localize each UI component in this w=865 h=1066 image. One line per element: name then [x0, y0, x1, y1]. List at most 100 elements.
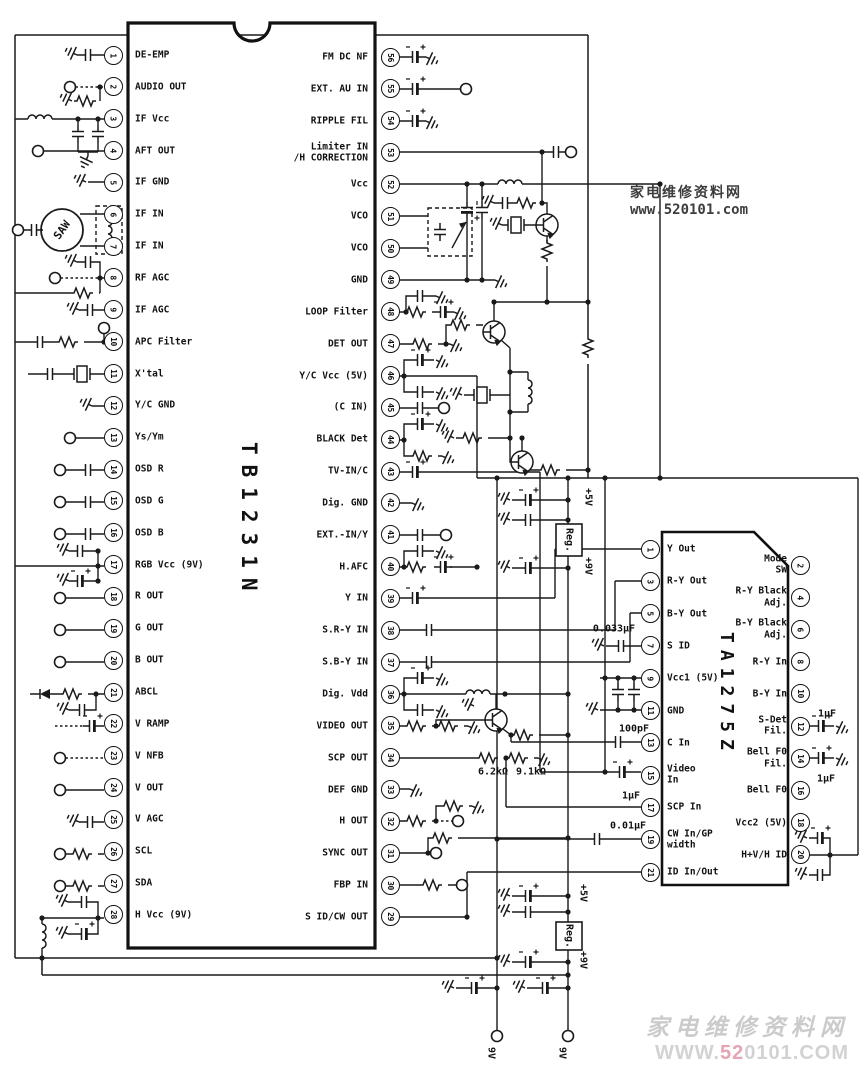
tb1231n-pin-16: 16 — [103, 523, 123, 543]
ta1275z-pin-6: 6 — [790, 619, 810, 639]
tb1231n-pin-21: 21 — [103, 682, 123, 702]
tb1231n-pin-19-label: G OUT — [135, 622, 164, 634]
tb1231n-pin-31-label: SYNC OUT — [322, 847, 368, 859]
tb1231n-pin-20-number: 20 — [108, 655, 118, 665]
tb1231n-pin-49-label: GND — [350, 274, 368, 286]
component-value-6: 6.2kΩ — [477, 766, 509, 778]
tb1231n-pin-48-number: 48 — [385, 307, 395, 317]
tb1231n-pin-50-number: 50 — [385, 243, 395, 253]
tb1231n-pin-28: 28 — [103, 905, 123, 925]
tb1231n-pin-51: 51 — [380, 206, 400, 226]
ta1275z-pin-5: 5 — [640, 604, 660, 624]
tb1231n-pin-24: 24 — [103, 778, 123, 798]
tb1231n-pin-18-label: R OUT — [135, 590, 164, 602]
ta1275z-pin-11-label: GND — [667, 704, 685, 716]
tb1231n-pin-26-number: 26 — [108, 846, 118, 856]
tb1231n-pin-47-number: 47 — [385, 339, 395, 348]
ic-ta1275z-body — [660, 530, 790, 887]
tb1231n-pin-37-label: S.B-Y IN — [322, 656, 368, 668]
tb1231n-pin-43-label: TV-IN/C — [327, 465, 368, 477]
tb1231n-pin-20: 20 — [103, 650, 123, 670]
supply-9v-label-2: 9V — [556, 1046, 568, 1060]
tb1231n-pin-41: 41 — [380, 525, 400, 545]
component-value-3: 0.01μF — [609, 820, 647, 832]
tb1231n-pin-12-label: Y/C GND — [135, 399, 176, 411]
tb1231n-pin-55-number: 55 — [385, 84, 395, 94]
tb1231n-pin-27-label: SDA — [135, 877, 153, 889]
ta1275z-pin-10-label: B-Y In — [752, 688, 787, 700]
tb1231n-pin-7-number: 7 — [108, 243, 118, 249]
tb1231n-pin-25: 25 — [103, 809, 123, 829]
ta1275z-pin-8: 8 — [790, 652, 810, 672]
tb1231n-pin-35: 35 — [380, 716, 400, 736]
tb1231n-pin-55: 55 — [380, 79, 400, 99]
tb1231n-pin-44: 44 — [380, 429, 400, 449]
diode-symbol — [36, 688, 54, 700]
tb1231n-pin-53: 53 — [380, 143, 400, 163]
watermark-bottom-site-name: 家电维修资料网 — [646, 1014, 849, 1041]
tb1231n-pin-53-label: Limiter IN /H CORRECTION — [293, 141, 368, 164]
reg1-5v-label: +5V — [582, 487, 594, 507]
watermark-bottom: 家电维修资料网 WWW.520101.COM — [646, 1008, 849, 1065]
tb1231n-pin-45: 45 — [380, 397, 400, 417]
ta1275z-pin-16: 16 — [790, 780, 810, 800]
ta1275z-pin-20: 20 — [790, 845, 810, 865]
tb1231n-pin-48-label: LOOP Filter — [305, 306, 368, 318]
left-external-wires — [15, 54, 105, 958]
tb1231n-pin-34-label: SCP OUT — [327, 751, 368, 763]
component-value-7: 9.1kΩ — [515, 766, 547, 778]
tb1231n-pin-8: 8 — [103, 268, 123, 288]
component-value-1: 100pF — [618, 723, 650, 735]
ta1275z-pin-13-number: 13 — [645, 738, 655, 748]
tb1231n-pin-16-number: 16 — [108, 528, 118, 538]
tb1231n-pin-48: 48 — [380, 302, 400, 322]
tb1231n-pin-56-label: FM DC NF — [322, 51, 368, 63]
ta1275z-pin-19: 19 — [640, 830, 660, 850]
reg2-5v-label: +5V — [577, 883, 589, 903]
tb1231n-pin-26: 26 — [103, 841, 123, 861]
tb1231n-pin-47-label: DET OUT — [327, 337, 368, 349]
tb1231n-pin-32-number: 32 — [385, 817, 395, 826]
tb1231n-pin-4: 4 — [103, 141, 123, 161]
tb1231n-pin-30-label: FBP IN — [333, 879, 368, 891]
tb1231n-pin-45-number: 45 — [385, 403, 395, 412]
tb1231n-pin-43-number: 43 — [385, 466, 395, 476]
ta1275z-pin-11-number: 11 — [645, 706, 655, 715]
ta1275z-pin-13: 13 — [640, 733, 660, 753]
ta1275z-pin-8-label: R-Y In — [752, 655, 787, 667]
ta1275z-pin-6-number: 6 — [795, 627, 805, 632]
ta1275z-pin-1-label: Y Out — [667, 543, 696, 555]
tb1231n-pin-14: 14 — [103, 459, 123, 479]
tb1231n-pin-5-number: 5 — [108, 180, 118, 185]
tb1231n-pin-7: 7 — [103, 236, 123, 256]
tb1231n-pin-15-number: 15 — [108, 496, 118, 506]
watermark-url-highlight: 52 — [720, 1042, 745, 1064]
tb1231n-pin-32: 32 — [380, 811, 400, 831]
tb1231n-pin-41-number: 41 — [385, 530, 395, 540]
tb1231n-pin-27: 27 — [103, 873, 123, 893]
tb1231n-pin-14-number: 14 — [108, 464, 118, 474]
ta1275z-pin-5-number: 5 — [645, 611, 655, 616]
ta1275z-pin-16-label: Bell F0 — [746, 784, 787, 796]
tb1231n-pin-42: 42 — [380, 493, 400, 513]
tb1231n-pin-19-number: 19 — [108, 623, 118, 633]
tb1231n-pin-8-number: 8 — [108, 275, 118, 281]
tb1231n-pin-52-label: Vcc — [350, 178, 368, 190]
tb1231n-pin-38: 38 — [380, 620, 400, 640]
tb1231n-pin-1-label: DE-EMP — [135, 49, 170, 61]
tb1231n-pin-17-number: 17 — [108, 560, 118, 569]
ta1275z-pin-1: 1 — [640, 539, 660, 559]
tb1231n-pin-1-number: 1 — [108, 52, 118, 58]
tb1231n-pin-11-number: 11 — [108, 369, 118, 378]
tb1231n-pin-33-label: DEF GND — [327, 783, 368, 795]
tb1231n-pin-54-number: 54 — [385, 116, 395, 126]
tb1231n-pin-8-label: RF AGC — [135, 272, 170, 284]
component-value-4: 1μF — [817, 708, 837, 720]
ta1275z-pin-14-label: Bell F0 Fil. — [746, 746, 787, 770]
ta1275z-pin-9-label: Vcc1 (5V) — [667, 672, 719, 684]
ta1275z-pin-20-number: 20 — [795, 850, 805, 860]
supply-9v-label-1: 9V — [485, 1046, 497, 1060]
ta1275z-pin-13-label: C In — [667, 737, 690, 749]
tb1231n-pin-3: 3 — [103, 109, 123, 129]
